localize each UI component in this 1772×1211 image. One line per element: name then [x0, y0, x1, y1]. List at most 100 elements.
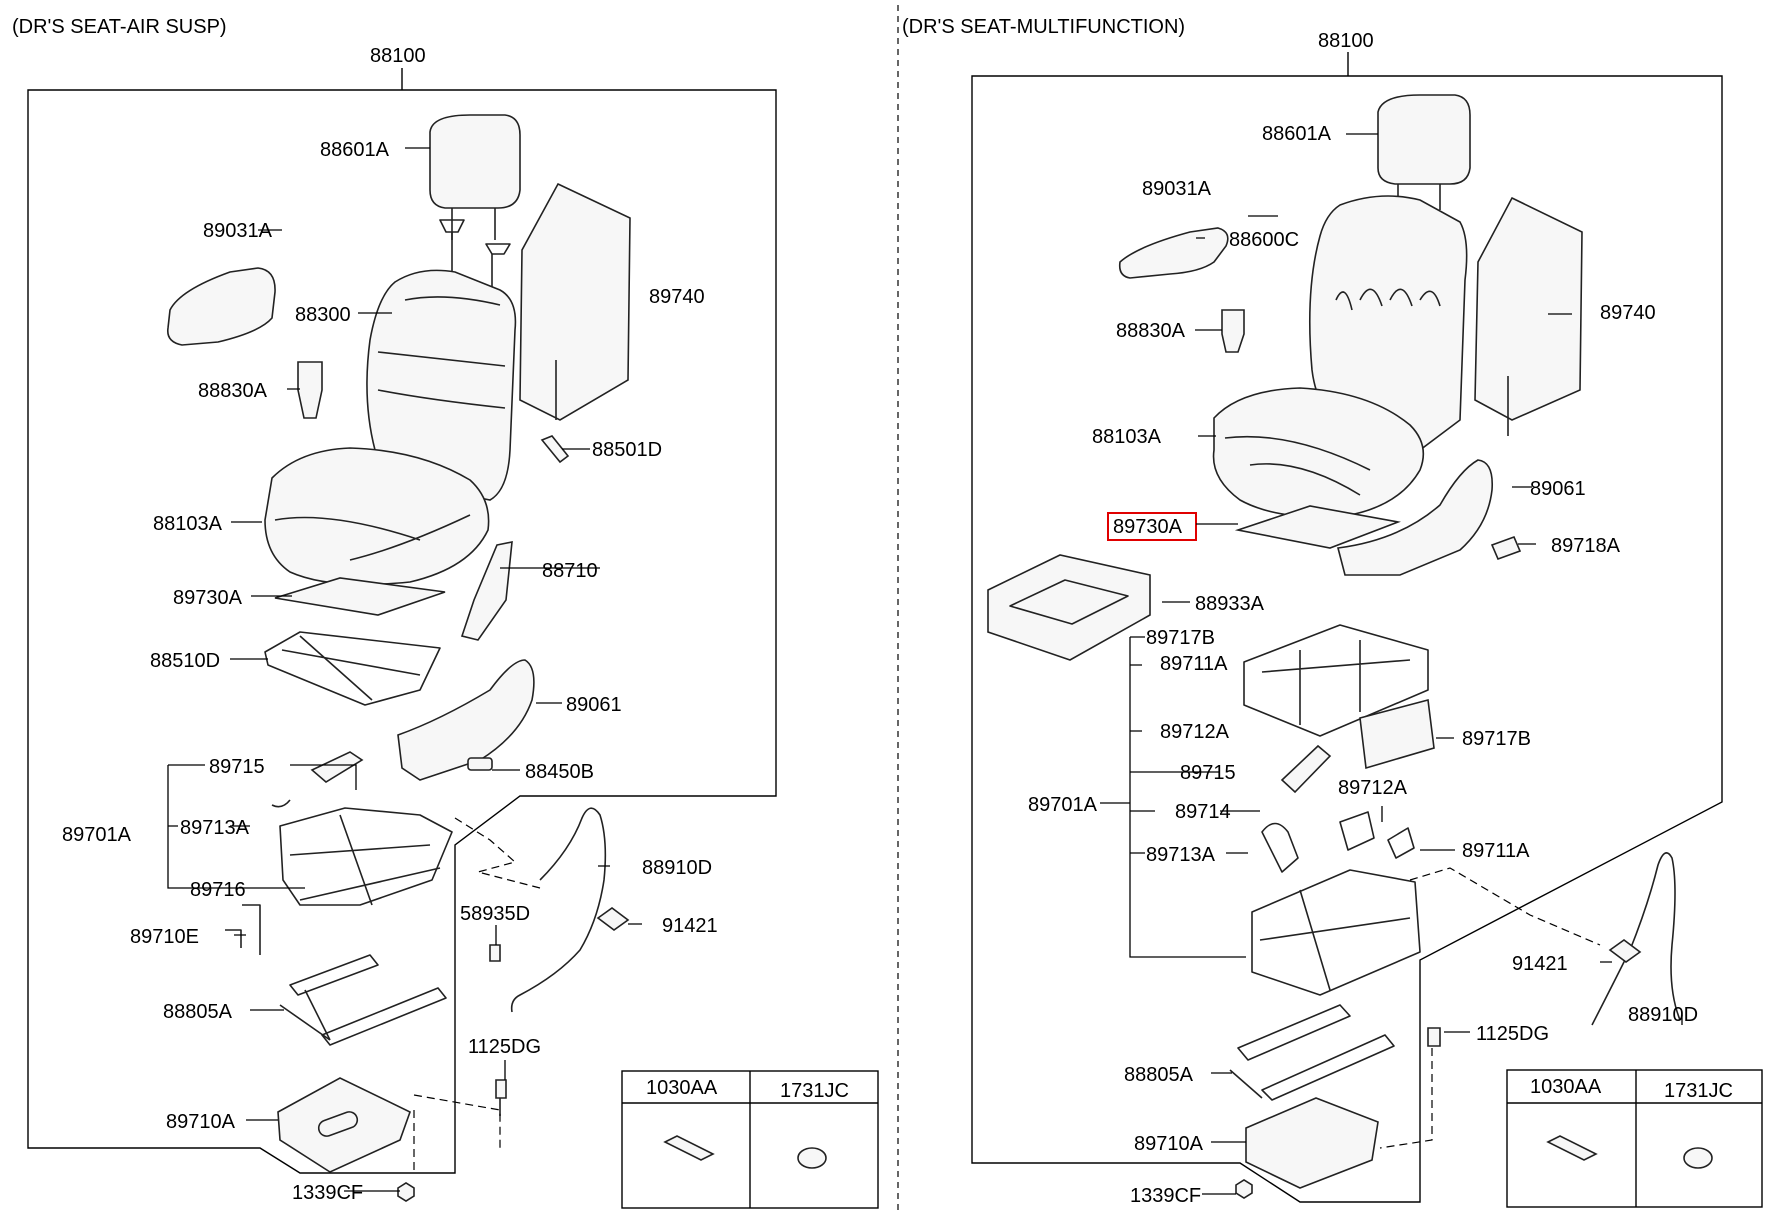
right-switch-drawing — [1490, 535, 1522, 561]
left-label-89031A: 89031A — [203, 220, 273, 242]
right-label-88601A: 88601A — [1262, 123, 1332, 145]
right-armrest-drawing — [1118, 227, 1229, 279]
left-label-1125DG: 1125DG — [468, 1036, 541, 1058]
highlighted-part-box — [1107, 512, 1197, 541]
left-legend-col1: 1030AA — [646, 1077, 718, 1099]
left-pad-drawing — [274, 577, 446, 616]
left-label-88910D: 88910D — [642, 857, 712, 879]
right-actuator-drawing — [1261, 822, 1299, 873]
right-legend-1030AA-icon — [1546, 1135, 1598, 1161]
left-cushion-frame-drawing — [264, 631, 441, 706]
left-label-89710E: 89710E — [130, 926, 199, 948]
right-motor-b-drawing — [1359, 698, 1435, 770]
left-headrest-drawing — [429, 114, 521, 288]
right-lower-frame-drawing — [1251, 869, 1421, 996]
left-legend-table: 1030AA 1731JC — [621, 1070, 879, 1209]
right-label-88933A: 88933A — [1195, 593, 1265, 615]
left-back-board-drawing — [519, 182, 631, 421]
right-label-89730A: 89730A — [1113, 516, 1183, 538]
right-label-89717B-1: 89717B — [1146, 627, 1215, 649]
left-assembly-frame — [27, 68, 777, 1174]
right-label-89713A: 89713A — [1146, 844, 1216, 866]
left-assembly-number: 88100 — [370, 45, 426, 67]
right-label-89717B-2: 89717B — [1462, 728, 1531, 750]
right-legend-1731JC-icon — [1683, 1147, 1713, 1169]
right-label-88830A: 88830A — [1116, 320, 1186, 342]
left-section: (DR'S SEAT-AIR SUSP) 88100 — [12, 16, 879, 1209]
left-cover-drawing — [467, 757, 493, 771]
left-label-88601A: 88601A — [320, 139, 390, 161]
right-label-89031A: 89031A — [1142, 178, 1212, 200]
left-legend-1731JC-icon — [797, 1147, 827, 1169]
left-label-91421: 91421 — [662, 915, 718, 937]
right-label-89714: 89714 — [1175, 801, 1231, 823]
left-harness-drawing — [510, 807, 607, 1013]
right-legend-col1: 1030AA — [1530, 1076, 1602, 1098]
right-rail-drawing — [1229, 1004, 1395, 1101]
left-section-title: (DR'S SEAT-AIR SUSP) — [12, 16, 227, 38]
left-label-88501D: 88501D — [592, 439, 662, 461]
left-label-89740: 89740 — [649, 286, 705, 308]
left-cushion-drawing — [264, 447, 490, 586]
right-assembly-frame — [971, 52, 1723, 1203]
left-clip-drawing — [540, 435, 570, 464]
right-back-board-drawing — [1474, 196, 1583, 421]
right-label-89061: 89061 — [1530, 478, 1586, 500]
left-bolt-drawing — [495, 1079, 507, 1116]
right-section-title: (DR'S SEAT-MULTIFUNCTION) — [902, 16, 1185, 38]
left-label-89730A: 89730A — [173, 587, 243, 609]
right-harness-drawing — [1591, 852, 1681, 1026]
left-legend-1030AA-icon — [663, 1135, 715, 1161]
right-nut-drawing — [1235, 1179, 1253, 1199]
right-headrest-drawing — [1377, 94, 1471, 210]
left-label-89715: 89715 — [209, 756, 265, 778]
left-label-58935D: 58935D — [460, 903, 530, 925]
right-damper-drawing — [1280, 744, 1332, 794]
left-label-89716: 89716 — [190, 879, 246, 901]
right-label-89710A: 89710A — [1134, 1133, 1204, 1155]
right-label-1125DG: 1125DG — [1476, 1023, 1549, 1045]
left-label-88300: 88300 — [295, 304, 351, 326]
right-cover-tray-drawing — [987, 554, 1151, 661]
left-label-91421-drawing — [596, 907, 630, 931]
left-label-89710A: 89710A — [166, 1111, 236, 1133]
left-label-89061: 89061 — [566, 694, 622, 716]
left-label-89701A: 89701A — [62, 824, 132, 846]
right-label-88103A: 88103A — [1092, 426, 1162, 448]
left-label-88103A: 88103A — [153, 513, 223, 535]
left-shield-drawing — [397, 659, 535, 781]
right-label-88600C: 88600C — [1229, 229, 1299, 251]
left-clip-d-drawing — [489, 944, 501, 962]
right-legend-col2: 1731JC — [1664, 1080, 1733, 1102]
left-label-88830A: 88830A — [198, 380, 268, 402]
left-label-88450B: 88450B — [525, 761, 594, 783]
right-label-89711A-1: 89711A — [1160, 653, 1228, 675]
left-armrest-drawing — [166, 267, 276, 346]
right-actuator-a-drawing — [1339, 811, 1415, 859]
left-bracket-e-drawing — [225, 904, 261, 955]
left-rail-drawing — [279, 954, 447, 1046]
right-label-88910D: 88910D — [1628, 1004, 1698, 1026]
left-seat-back-drawing — [366, 269, 517, 501]
right-assembly-number: 88100 — [1318, 30, 1374, 52]
left-nut-drawing — [397, 1182, 415, 1202]
left-label-1339CF: 1339CF — [292, 1182, 363, 1204]
left-label-88710: 88710 — [542, 560, 598, 582]
left-legend-col2: 1731JC — [780, 1080, 849, 1102]
right-upper-frame-drawing — [1243, 624, 1429, 737]
right-shield-drawing — [1336, 459, 1494, 576]
left-buckle-drawing — [297, 361, 323, 419]
right-label-88805A: 88805A — [1124, 1064, 1194, 1086]
right-legend-table: 1030AA 1731JC — [1506, 1069, 1763, 1208]
right-label-89740: 89740 — [1600, 302, 1656, 324]
left-label-89713A: 89713A — [180, 817, 250, 839]
right-buckle-drawing — [1221, 309, 1245, 353]
left-recliner-drawing — [460, 541, 513, 641]
right-label-89711A-2: 89711A — [1462, 840, 1530, 862]
right-pad-drawing — [1234, 505, 1401, 549]
right-label-89712A-2: 89712A — [1338, 777, 1408, 799]
right-cushion-drawing — [1212, 387, 1425, 518]
right-section: (DR'S SEAT-MULTIFUNCTION) 88100 — [902, 16, 1763, 1208]
right-label-91421: 91421 — [1512, 953, 1568, 975]
